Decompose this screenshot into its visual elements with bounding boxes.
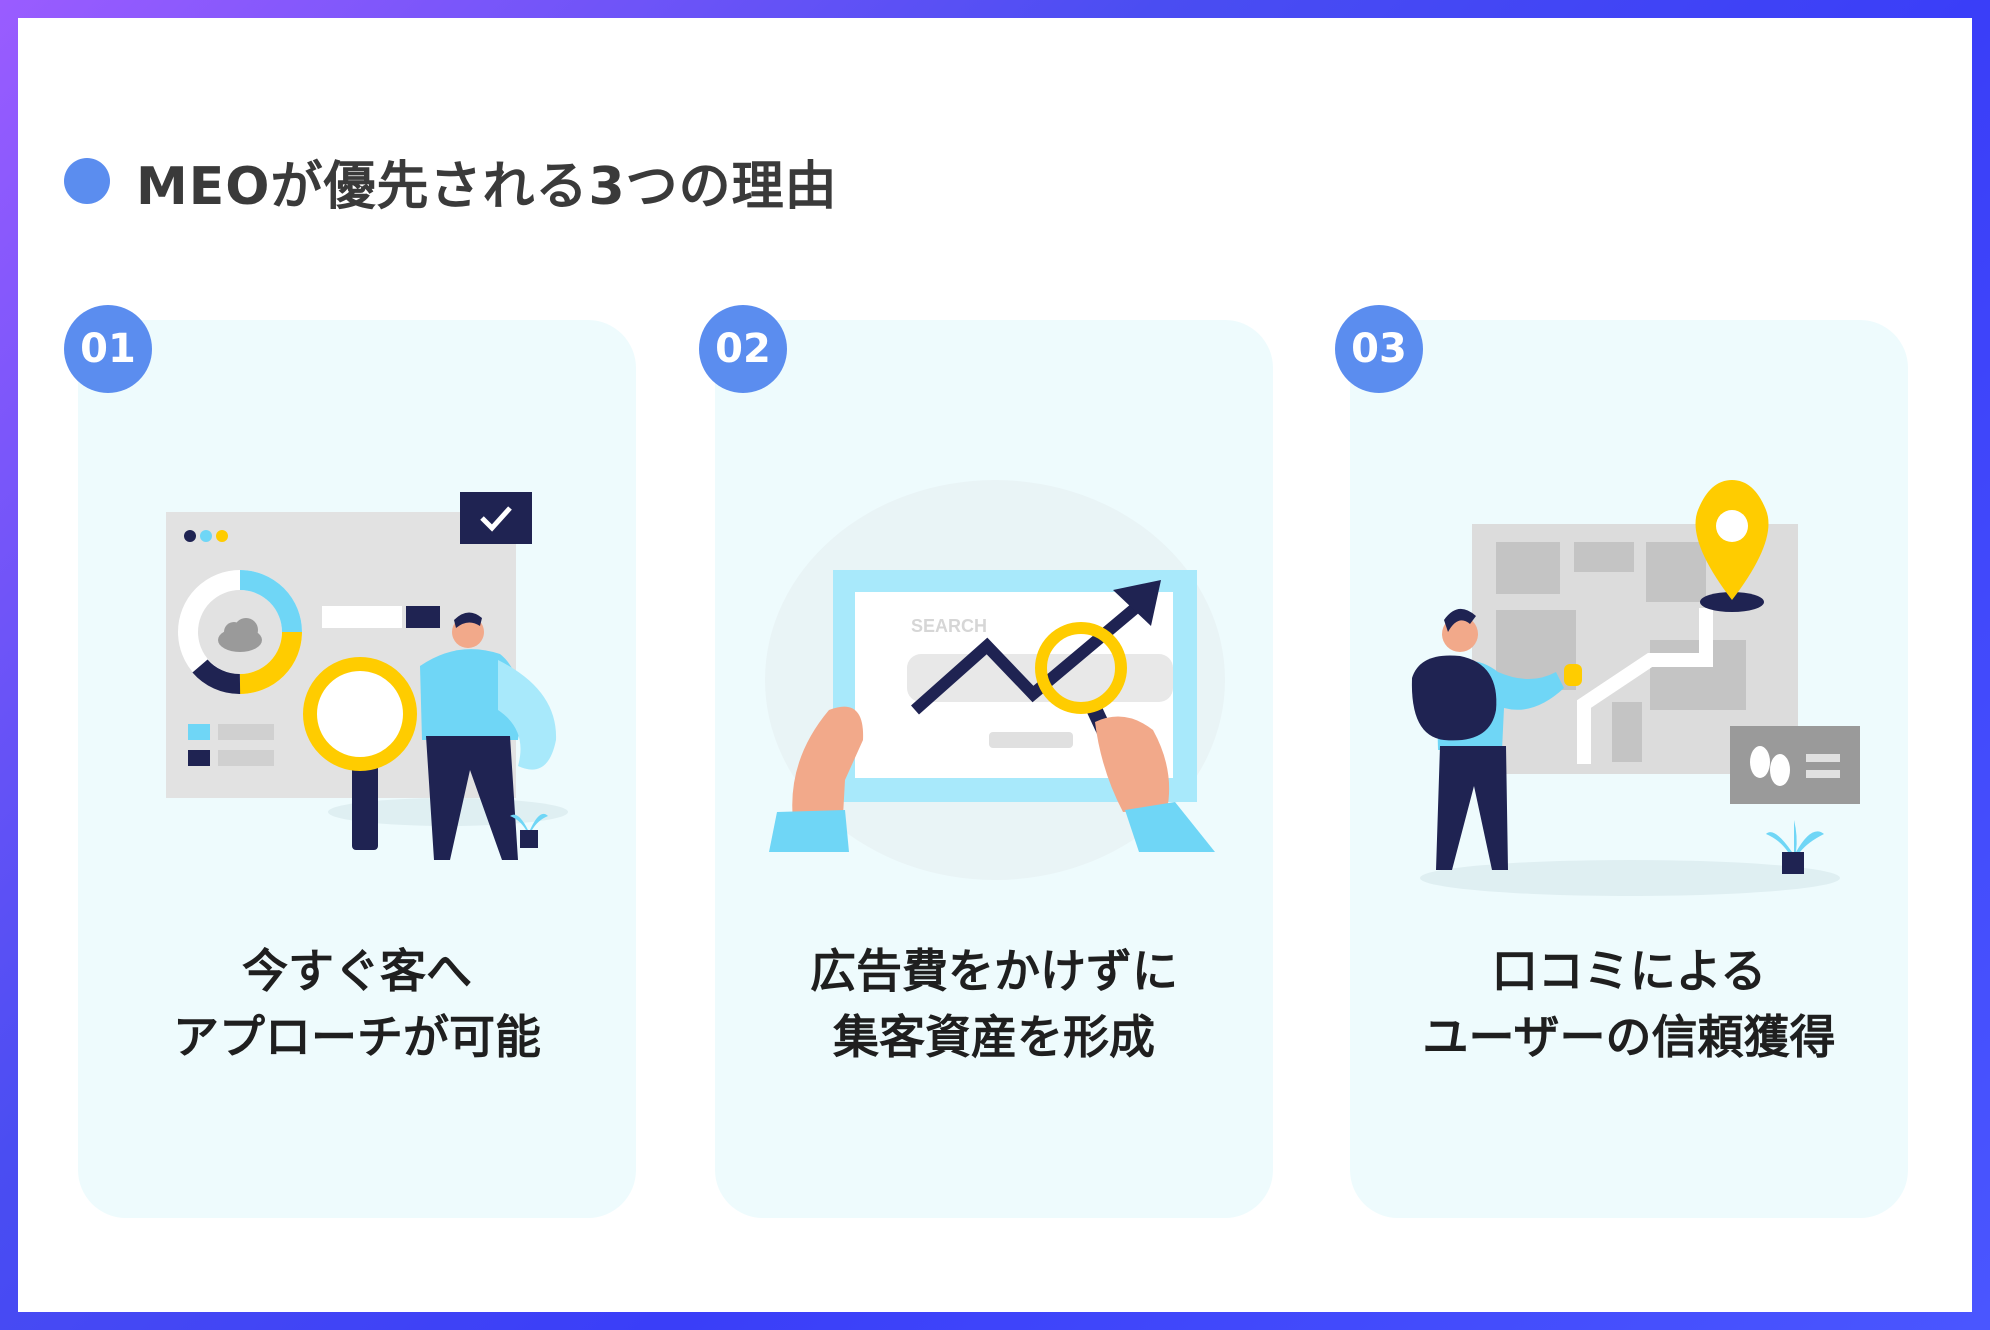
- bullet-dot-icon: [64, 158, 110, 204]
- number-badge-2: 02: [699, 305, 787, 393]
- backpack-icon: [1411, 655, 1497, 741]
- number-badge-3: 03: [1335, 305, 1423, 393]
- analytics-dashboard-illustration: [166, 492, 568, 860]
- card-caption: 口コミによる ユーザーの信頼獲得: [1350, 938, 1908, 1070]
- card-caption: 広告費をかけずに 集客資産を形成: [715, 938, 1273, 1070]
- magnifier-icon: [1035, 622, 1127, 714]
- growth-chart-illustration: SEARCH: [765, 480, 1225, 880]
- caption-line-2: 集客資産を形成: [833, 1010, 1155, 1064]
- caption-line-2: アプローチが可能: [173, 1010, 541, 1064]
- slide: MEOが優先される3つの理由: [18, 18, 1972, 1312]
- magnifier-icon: [303, 657, 417, 771]
- caption-line-1: 口コミによる: [1491, 944, 1767, 998]
- section-heading: MEOが優先される3つの理由: [64, 136, 838, 226]
- reason-card-3: 口コミによる ユーザーの信頼獲得: [1350, 320, 1908, 1218]
- search-label: SEARCH: [911, 616, 987, 636]
- reason-card-1: 今すぐ客へ アプローチが可能: [78, 320, 636, 1218]
- footprints-icon: [1750, 746, 1770, 778]
- number-badge-1: 01: [64, 305, 152, 393]
- caption-line-1: 今すぐ客へ: [242, 944, 472, 998]
- reason-card-2: SEARCH 広告費をかけずに 集客資産を形成: [715, 320, 1273, 1218]
- footprint-review-box: [1730, 726, 1860, 804]
- map-navigation-illustration: [1411, 480, 1860, 896]
- check-icon: [460, 492, 532, 544]
- arrow-up-icon: [1113, 580, 1161, 626]
- card-caption: 今すぐ客へ アプローチが可能: [78, 938, 636, 1070]
- caption-line-1: 広告費をかけずに: [810, 944, 1178, 998]
- page-title: MEOが優先される3つの理由: [136, 156, 838, 217]
- caption-line-2: ユーザーの信頼獲得: [1422, 1010, 1836, 1064]
